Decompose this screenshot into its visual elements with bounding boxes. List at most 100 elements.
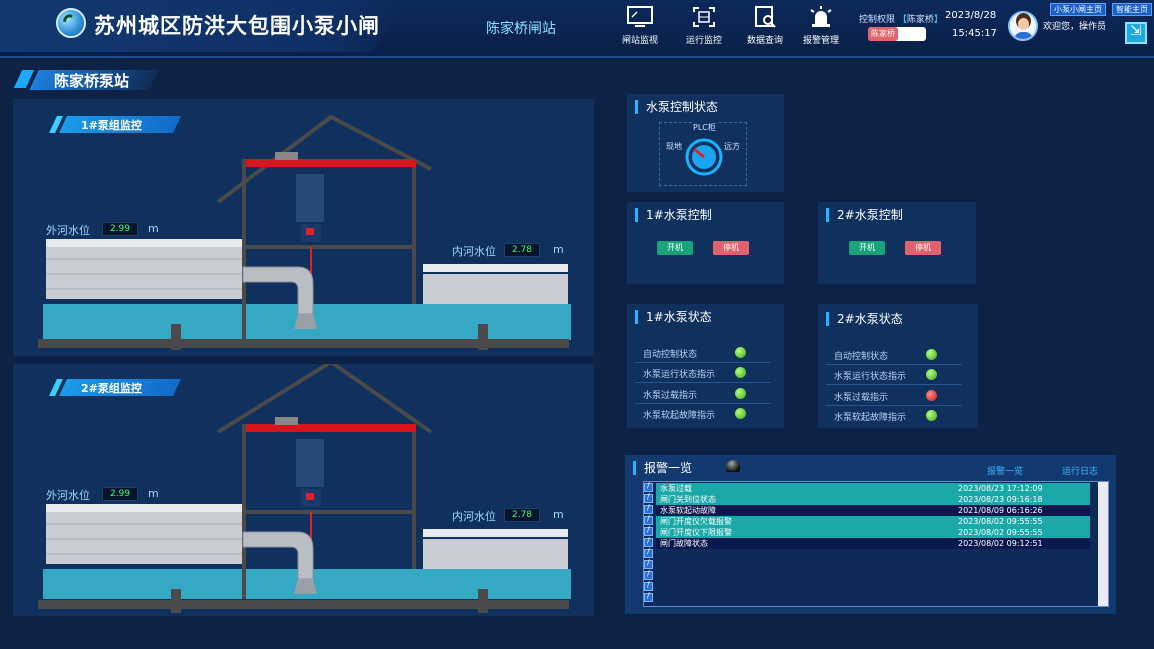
row-checkbox[interactable] <box>644 591 653 602</box>
outer-level-unit: m <box>148 487 159 500</box>
pillar-1 <box>171 589 181 613</box>
pump-1-control-panel: 1#水泵控制 开机 停机 <box>627 202 784 284</box>
pillar-2 <box>478 324 488 350</box>
pump-2-scene <box>38 364 571 613</box>
control-bracket-close: 】 <box>933 15 943 25</box>
status-label: 水泵软起故障指示 <box>643 411 716 421</box>
outer-level-label: 外河水位 <box>46 224 90 237</box>
pump-2-panel: 2#泵组监控 外河水位 2.99 m 内河水位 2.78 m <box>13 364 594 616</box>
inner-level-unit: m <box>553 508 564 521</box>
crane-hoist <box>275 417 298 425</box>
row-checkbox[interactable] <box>644 481 653 492</box>
pump-1-tag-text: 1#泵组监控 <box>81 119 142 132</box>
row-checkbox[interactable] <box>644 569 653 580</box>
nav-station-monitor[interactable]: 闸站监视 <box>612 4 668 50</box>
outer-wall-bricks <box>46 523 246 555</box>
alarm-time: 2023/08/02 09:55:55 <box>958 517 1043 526</box>
status-label: 水泵过载指示 <box>643 391 698 401</box>
header-accent <box>826 208 829 222</box>
link-smart-home[interactable]: 智能主页 <box>1112 3 1152 16</box>
row-checkbox[interactable] <box>644 503 653 514</box>
row-checkbox[interactable] <box>644 536 653 547</box>
alarm-row[interactable]: 闸门关到位状态 2023/08/23 09:16:18 <box>656 494 1090 505</box>
pump-2-tag: 2#泵组监控 <box>49 379 183 396</box>
panel-title: 报警一览 <box>644 461 693 475</box>
row-checkbox[interactable] <box>644 580 653 591</box>
status-label: 水泵软起故障指示 <box>834 413 907 423</box>
pump-2-stop-button[interactable]: 停机 <box>905 241 941 255</box>
alarm-scrollbar[interactable] <box>1098 482 1108 606</box>
user-avatar[interactable] <box>1008 11 1038 41</box>
status-row-overload: 水泵过载指示 <box>826 387 962 406</box>
time-display: 15:45:17 <box>952 28 997 39</box>
inner-wall <box>423 274 568 304</box>
alarm-name: 水泵软起动故障 <box>660 506 716 515</box>
alarm-name: 闸门故障状态 <box>660 539 708 548</box>
welcome-text: 欢迎您，操作员 <box>1043 22 1107 32</box>
panel-title: 2#水泵状态 <box>837 312 903 326</box>
alarm-light-icon <box>810 6 832 27</box>
alarm-row[interactable]: 水泵软起动故障 2021/08/09 06:16:26 <box>656 505 1090 516</box>
status-indicator-icon <box>926 369 937 380</box>
nav-label: 数据查询 <box>746 36 783 46</box>
pump-2-control-panel: 2#水泵控制 开机 停机 <box>818 202 976 284</box>
inner-level-value: 2.78 <box>504 243 540 257</box>
row-checkbox[interactable] <box>644 525 653 536</box>
outer-level-value: 2.99 <box>102 487 138 501</box>
pump-2-start-button[interactable]: 开机 <box>849 241 885 255</box>
pump-1-stop-button[interactable]: 停机 <box>713 241 749 255</box>
alarm-row[interactable]: 闸门故障状态 2023/08/02 09:12:51 <box>656 538 1090 549</box>
status-label: 水泵运行状态指示 <box>643 370 716 380</box>
status-label: 自动控制状态 <box>643 350 698 360</box>
alarm-list-link[interactable]: 报警一览 <box>987 467 1024 477</box>
run-log-link[interactable]: 运行日志 <box>1062 467 1099 477</box>
pump-1-start-button[interactable]: 开机 <box>657 241 693 255</box>
app-logo-icon <box>56 8 86 38</box>
pump-inlet <box>294 579 317 594</box>
pump-2-status-panel: 2#水泵状态 自动控制状态 水泵运行状态指示 水泵过载指示 水泵软起故障指示 <box>818 304 978 428</box>
crane-beam <box>244 159 416 167</box>
outer-railing-top <box>46 504 246 512</box>
inner-wall <box>423 539 568 569</box>
control-toggle-label: 陈家桥 <box>868 27 898 41</box>
panel-title: 水泵控制状态 <box>646 100 719 114</box>
row-checkbox[interactable] <box>644 492 653 503</box>
nav-run-monitor[interactable]: 运行监控 <box>676 4 732 50</box>
outer-wall <box>46 509 246 564</box>
header-accent <box>826 312 829 326</box>
pillar-2 <box>478 589 488 613</box>
header-accent <box>635 100 638 114</box>
row-checkbox[interactable] <box>644 547 653 558</box>
row-checkbox[interactable] <box>644 514 653 525</box>
crane-beam <box>244 424 416 432</box>
mode-knob-icon[interactable] <box>684 137 724 177</box>
inner-level-unit: m <box>553 243 564 256</box>
alarm-name: 闸门开度仪下限报警 <box>660 528 732 537</box>
link-small-pump-home[interactable]: 小泵小闸主页 <box>1050 3 1106 16</box>
plc-cabinet: PLC柜 现地 远方 <box>659 122 747 186</box>
pump-indicator <box>306 228 314 235</box>
alarm-row[interactable]: 闸门开度仪欠载报警 2023/08/02 09:55:55 <box>656 516 1090 527</box>
local-label: 现地 <box>666 142 682 151</box>
status-indicator-icon <box>735 367 746 378</box>
alarm-name: 水泵过载 <box>660 484 692 493</box>
section-title: 陈家桥泵站 <box>13 68 168 92</box>
control-label-text: 控制权限 <box>859 15 896 25</box>
inner-level-label: 内河水位 <box>452 510 496 523</box>
plc-label: PLC柜 <box>692 122 717 133</box>
row-checkbox[interactable] <box>644 558 653 569</box>
alarm-row[interactable]: 水泵过载 2023/08/23 17:12:09 <box>656 483 1090 494</box>
nav-label: 闸站监视 <box>621 36 658 46</box>
pump-1-panel: 1#泵组监控 外河水位 2.99 m 内河水位 2.78 m <box>13 99 594 356</box>
pillar-1 <box>171 324 181 350</box>
pump-1-scene <box>38 114 571 350</box>
nav-alarm-management[interactable]: 报警管理 <box>793 4 849 50</box>
alarm-row[interactable]: 闸门开度仪下限报警 2023/08/02 09:55:55 <box>656 527 1090 538</box>
exit-fullscreen-button[interactable] <box>1125 22 1147 44</box>
status-label: 自动控制状态 <box>834 352 889 362</box>
outer-level-label: 外河水位 <box>46 489 90 502</box>
nav-data-query[interactable]: 数据查询 <box>737 4 793 50</box>
pump-1-tag: 1#泵组监控 <box>49 116 183 133</box>
house-roof <box>216 114 432 204</box>
control-toggle[interactable]: 陈家桥 <box>868 27 926 41</box>
